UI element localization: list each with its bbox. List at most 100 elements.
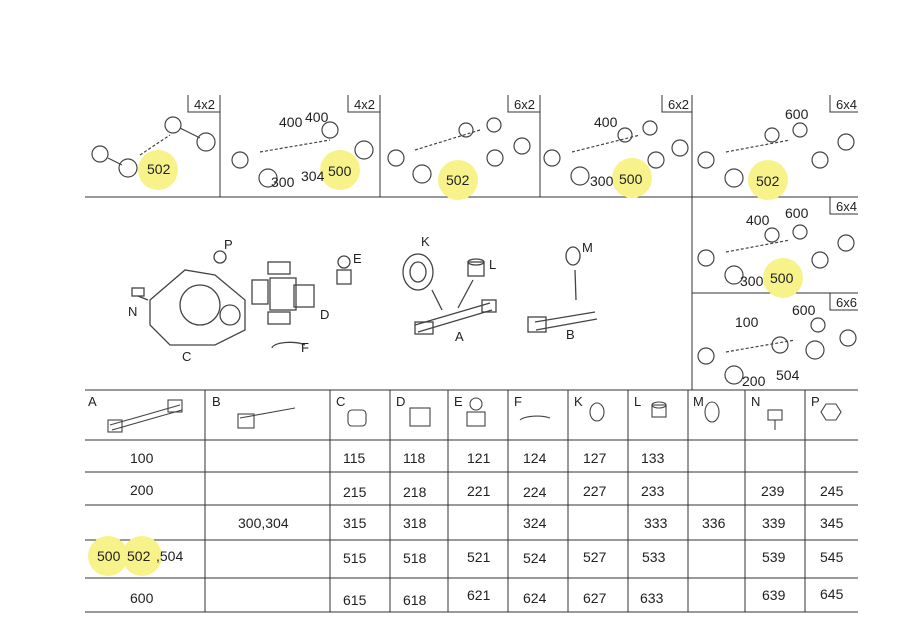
table-cell: 339 <box>762 515 786 531</box>
config-part-number: 100 <box>735 314 759 330</box>
part-letter: E <box>353 251 362 266</box>
config-part-number: 400 <box>305 109 329 125</box>
table-cell: 618 <box>403 592 427 608</box>
table-cell: 624 <box>523 590 547 606</box>
column-header: L <box>634 394 642 409</box>
table-cell: 245 <box>820 483 844 499</box>
highlight-marker <box>438 160 478 200</box>
config-part-number: 502 <box>446 172 470 188</box>
table-cell: 324 <box>523 515 547 531</box>
highlight-marker <box>763 258 803 298</box>
column-header: F <box>514 394 522 409</box>
table-cell: 627 <box>583 590 607 606</box>
config-part-number: 200 <box>742 373 766 389</box>
table-cell: 524 <box>523 550 547 566</box>
highlight-marker <box>748 160 788 200</box>
table-cell: 539 <box>762 549 786 565</box>
config-part-number: 502 <box>147 161 171 177</box>
table-cell: 315 <box>343 515 367 531</box>
config-part-number: 600 <box>785 205 809 221</box>
config-part-number: 504 <box>776 367 800 383</box>
table-cell: 233 <box>641 483 665 499</box>
part-letter: D <box>320 307 330 322</box>
table-cell-a-part: 500 <box>97 548 121 564</box>
table-cell: 118 <box>403 450 426 466</box>
table-cell-a-part: ,504 <box>156 548 184 564</box>
config-part-number: 300 <box>271 174 295 190</box>
config-part-number: 400 <box>746 212 770 228</box>
config-part-number: 500 <box>619 171 643 187</box>
config-part-number: 300 <box>740 273 764 289</box>
highlight-marker <box>320 150 360 190</box>
config-part-number: 500 <box>328 163 352 179</box>
part-letter: F <box>301 340 309 355</box>
table-cell: 124 <box>523 450 547 466</box>
config-type-label: 4x2 <box>354 97 375 112</box>
part-letter: C <box>182 349 192 364</box>
column-header: M <box>693 394 704 409</box>
config-type-label: 6x4 <box>836 199 857 214</box>
table-cell: 518 <box>403 550 427 566</box>
config-part-number: 502 <box>756 173 780 189</box>
table-cell: 645 <box>820 586 844 602</box>
highlight-marker <box>138 150 178 190</box>
config-part-number: 400 <box>279 114 303 130</box>
config-type-label: 6x2 <box>668 97 689 112</box>
config-part-number: 304 <box>301 168 325 184</box>
highlight-marker <box>88 536 128 576</box>
column-header: K <box>574 394 583 409</box>
column-header: A <box>88 394 97 409</box>
table-cell: 115 <box>343 450 366 466</box>
table-cell: 615 <box>343 592 367 608</box>
part-letter: B <box>566 327 575 342</box>
table-cell: 227 <box>583 483 607 499</box>
column-header: C <box>336 394 346 409</box>
table-cell: 218 <box>403 484 427 500</box>
highlight-marker <box>122 536 162 576</box>
table-cell: 521 <box>467 549 491 565</box>
config-type-label: 6x4 <box>836 97 857 112</box>
table-cell: 515 <box>343 550 367 566</box>
table-cell: 318 <box>403 515 427 531</box>
table-cell: 133 <box>641 450 665 466</box>
config-part-number: 300 <box>590 173 614 189</box>
column-header: D <box>396 394 406 409</box>
part-letter: A <box>455 329 464 344</box>
config-part-number: 600 <box>785 106 809 122</box>
table-cell: 224 <box>523 484 547 500</box>
table-cell: 533 <box>642 549 666 565</box>
part-letter: N <box>128 304 138 319</box>
column-header: B <box>212 394 221 409</box>
part-letter: K <box>421 234 430 249</box>
table-cell: 239 <box>761 483 785 499</box>
config-type-label: 4x2 <box>194 97 215 112</box>
config-type-label: 6x6 <box>836 295 857 310</box>
table-cell: 215 <box>343 484 367 500</box>
table-cell-b: 300,304 <box>238 515 289 531</box>
part-letter: M <box>582 240 593 255</box>
table-cell-a-part: 502 <box>127 548 151 564</box>
table-cell-a: 600 <box>130 590 154 606</box>
config-part-number: 500 <box>770 270 794 286</box>
part-letter: L <box>489 257 497 272</box>
column-header: P <box>811 394 820 409</box>
table-cell: 221 <box>467 483 491 499</box>
config-type-label: 6x2 <box>514 97 535 112</box>
table-cell-a: 200 <box>130 482 154 498</box>
config-part-number: 400 <box>594 114 618 130</box>
table-cell: 336 <box>702 515 726 531</box>
table-cell: 639 <box>762 587 786 603</box>
highlight-marker <box>612 158 652 198</box>
table-cell: 545 <box>820 549 844 565</box>
table-cell-a: 100 <box>130 450 154 466</box>
table-cell: 333 <box>644 515 668 531</box>
table-cell: 633 <box>640 590 664 606</box>
column-header: E <box>454 394 463 409</box>
table-cell: 121 <box>467 450 491 466</box>
part-letter: P <box>224 237 233 252</box>
table-cell: 127 <box>583 450 607 466</box>
column-header: N <box>751 394 761 409</box>
table-cell: 527 <box>583 549 607 565</box>
